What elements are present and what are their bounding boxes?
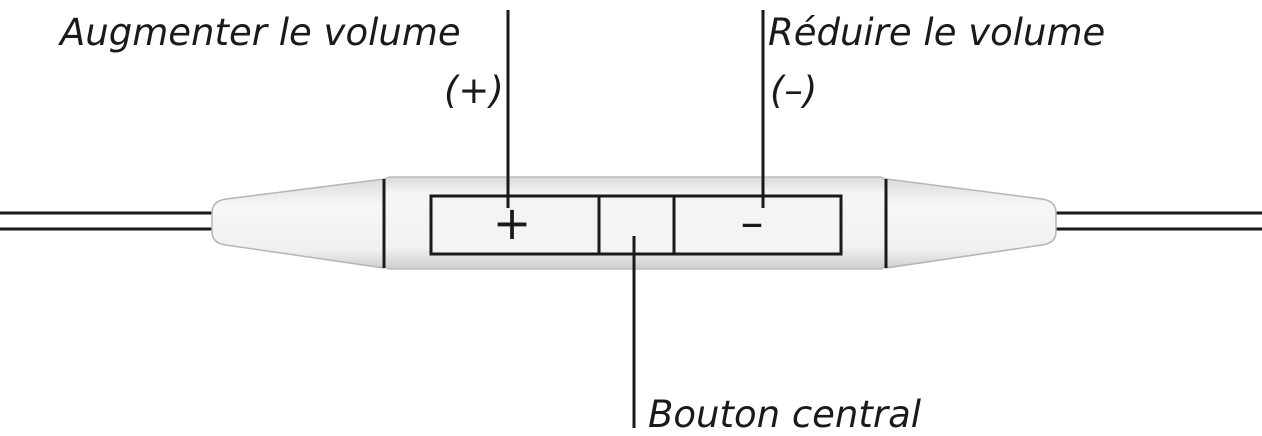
volume-up-label: Augmenter le volume: [60, 11, 461, 54]
minus-symbol: –: [741, 195, 764, 249]
left-cable: [0, 211, 220, 231]
volume-up-sign-label: (+): [444, 69, 504, 112]
left-cap: [211, 178, 385, 269]
right-cap: [885, 178, 1057, 269]
plus-symbol: +: [493, 196, 532, 250]
volume-down-label: Réduire le volume: [768, 11, 1106, 54]
volume-down-sign-label: (–): [770, 69, 818, 112]
center-button[interactable]: [597, 194, 676, 256]
volume-down-button[interactable]: [672, 194, 843, 256]
center-button-label: Bouton central: [648, 393, 922, 436]
right-cable: [1050, 211, 1262, 231]
